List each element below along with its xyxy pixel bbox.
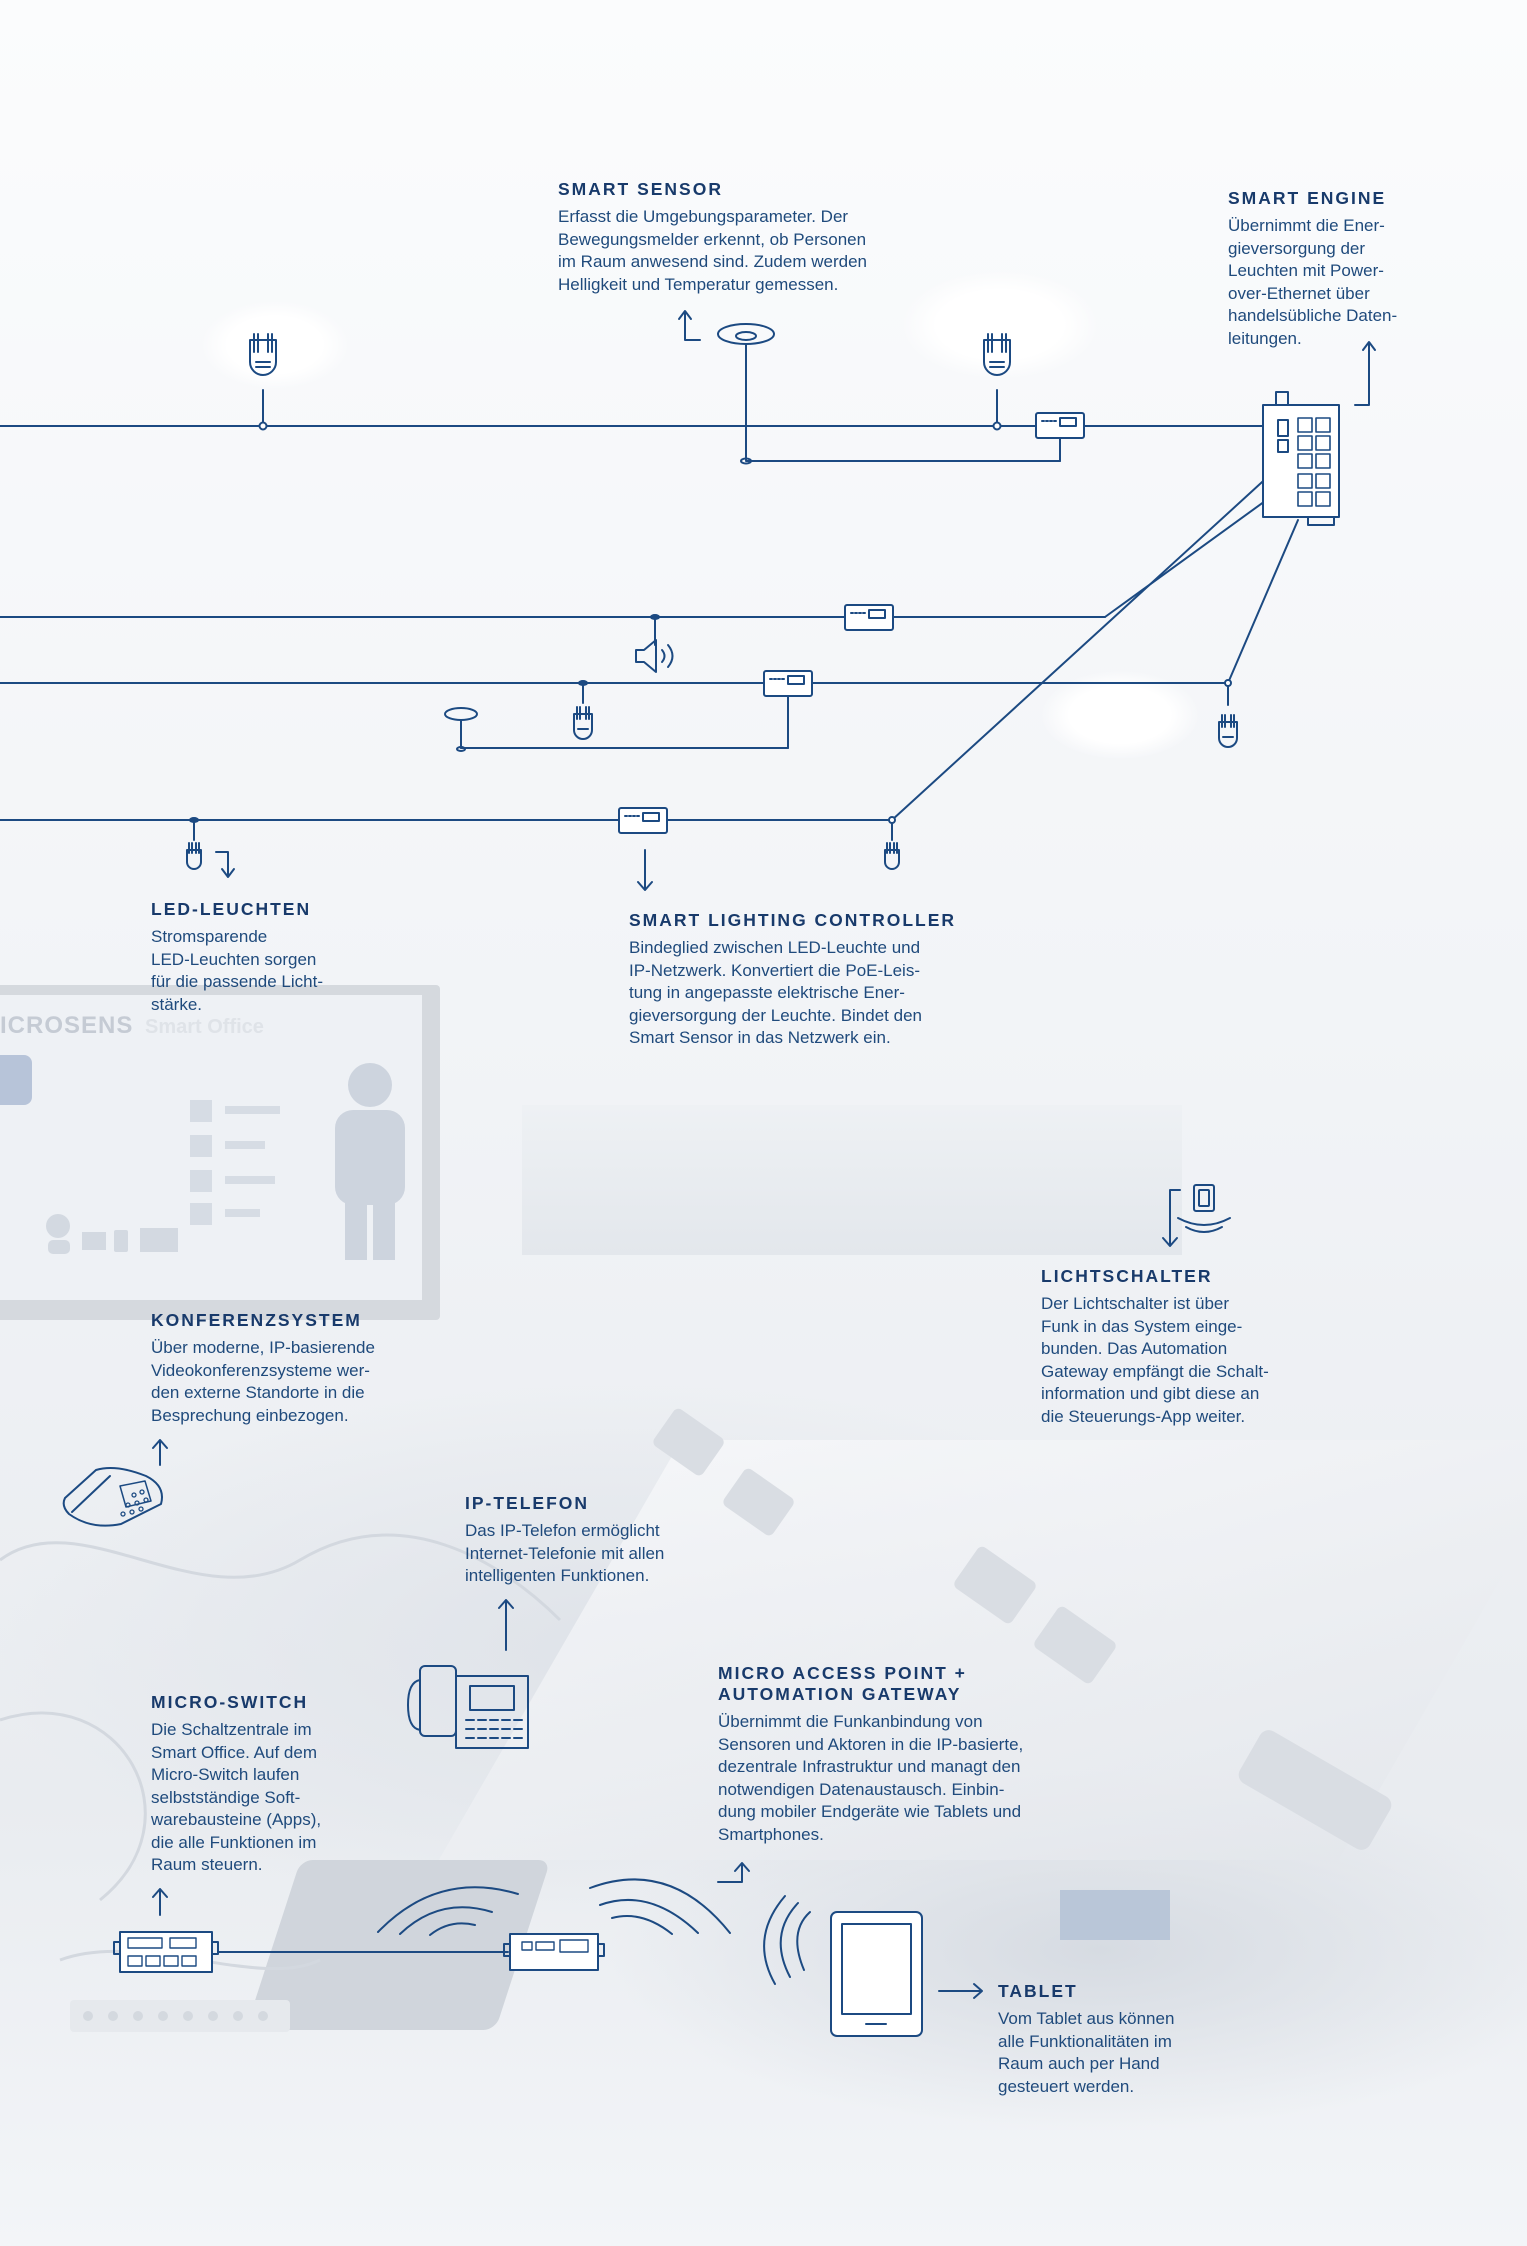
- label-tablet: TABLET Vom Tablet aus können alle Funkti…: [998, 1981, 1258, 2098]
- label-title: SMART SENSOR: [558, 179, 723, 199]
- led-bulb-icon: [983, 333, 1011, 376]
- arrow-icon: [1354, 341, 1376, 406]
- arrow-icon: [498, 1599, 514, 1651]
- smart-lighting-controller-icon: [1035, 412, 1085, 439]
- label-smart-engine: SMART ENGINE Übernimmt die Ener- gievers…: [1228, 188, 1468, 350]
- access-point-icon: [503, 1933, 605, 1971]
- label-text: Erfasst die Umgebungsparameter. Der Bewe…: [558, 207, 867, 294]
- label-title: SMART LIGHTING CONTROLLER: [629, 910, 957, 930]
- label-text: Übernimmt die Ener- gieversorgung der Le…: [1228, 216, 1398, 348]
- arrow-icon: [678, 310, 701, 341]
- label-led-leuchten: LED-LEUCHTEN Stromsparende LED-Leuchten …: [151, 899, 411, 1016]
- ip-phone-icon: [407, 1665, 529, 1749]
- arrow-icon: [152, 1439, 168, 1466]
- smart-engine-icon: [1262, 391, 1340, 526]
- label-title: LICHTSCHALTER: [1041, 1266, 1213, 1286]
- label-smart-lighting-controller: SMART LIGHTING CONTROLLER Bindeglied zwi…: [629, 910, 1029, 1050]
- label-title: MICRO ACCESS POINT + AUTOMATION GATEWAY: [718, 1663, 967, 1704]
- ceiling-light: [1040, 670, 1200, 760]
- label-konferenzsystem: KONFERENZSYSTEM Über moderne, IP-basiere…: [151, 1310, 471, 1427]
- arrow-icon: [152, 1888, 168, 1916]
- led-bulb-icon: [249, 333, 277, 376]
- bus-node: [258, 421, 268, 431]
- bus-line: [891, 451, 1296, 821]
- led-bulb-icon: [884, 816, 900, 870]
- tablet-icon: [763, 1895, 923, 2037]
- label-text: Stromsparende LED-Leuchten sorgen für di…: [151, 927, 323, 1014]
- led-bulb-icon: [186, 817, 202, 870]
- label-text: Über moderne, IP-basierende Videokonfere…: [151, 1338, 375, 1425]
- label-text: Der Lichtschalter ist über Funk in das S…: [1041, 1294, 1269, 1426]
- micro-switch-icon: [113, 1931, 219, 1973]
- smart-sensor-icon: [717, 323, 1061, 465]
- smart-lighting-controller-icon: [844, 604, 894, 631]
- arrow-icon: [637, 849, 653, 891]
- light-switch-icon: [1162, 1184, 1231, 1247]
- label-text: Bindeglied zwischen LED-Leuchte und IP-N…: [629, 938, 922, 1047]
- label-title: SMART ENGINE: [1228, 188, 1387, 208]
- label-ip-telefon: IP-TELEFON Das IP-Telefon ermöglicht Int…: [465, 1493, 765, 1588]
- bus-line: [1104, 482, 1291, 618]
- label-text: Die Schaltzentrale im Smart Office. Auf …: [151, 1720, 322, 1874]
- smart-sensor-icon: [444, 707, 478, 752]
- label-smart-sensor: SMART SENSOR Erfasst die Umgebungsparame…: [558, 179, 958, 296]
- screen-logo-subtitle: Smart Office: [145, 1016, 264, 1038]
- speaker-icon: [635, 614, 674, 673]
- wifi-signal-icon: [377, 1878, 731, 1936]
- led-bulb-icon: [1218, 679, 1238, 748]
- label-micro-switch: MICRO-SWITCH Die Schaltzentrale im Smart…: [151, 1692, 411, 1877]
- led-bulb-icon: [573, 680, 593, 740]
- arrow-icon: [717, 1862, 750, 1883]
- label-lichtschalter: LICHTSCHALTER Der Lichtschalter ist über…: [1041, 1266, 1341, 1428]
- bus-line: [1227, 519, 1299, 684]
- screen-logo: ICROSENS: [0, 1012, 134, 1039]
- label-text: Das IP-Telefon ermöglicht Internet-Telef…: [465, 1521, 665, 1585]
- smart-lighting-controller-icon: [618, 807, 668, 834]
- smart-lighting-controller-icon: [460, 670, 813, 749]
- window: [522, 1105, 1182, 1255]
- label-micro-access-point: MICRO ACCESS POINT + AUTOMATION GATEWAY …: [718, 1663, 1118, 1846]
- label-text: Vom Tablet aus können alle Funktionalitä…: [998, 2009, 1175, 2096]
- label-title: MICRO-SWITCH: [151, 1692, 309, 1712]
- label-text: Übernimmt die Funkanbindung von Sensoren…: [718, 1712, 1024, 1844]
- label-title: LED-LEUCHTEN: [151, 899, 312, 919]
- label-title: IP-TELEFON: [465, 1493, 590, 1513]
- arrow-icon: [938, 1983, 983, 1999]
- arrow-icon: [215, 851, 235, 878]
- conference-phone-icon: [62, 1467, 163, 1527]
- label-title: KONFERENZSYSTEM: [151, 1310, 362, 1330]
- bus-node: [992, 421, 1002, 431]
- label-title: TABLET: [998, 1981, 1078, 2001]
